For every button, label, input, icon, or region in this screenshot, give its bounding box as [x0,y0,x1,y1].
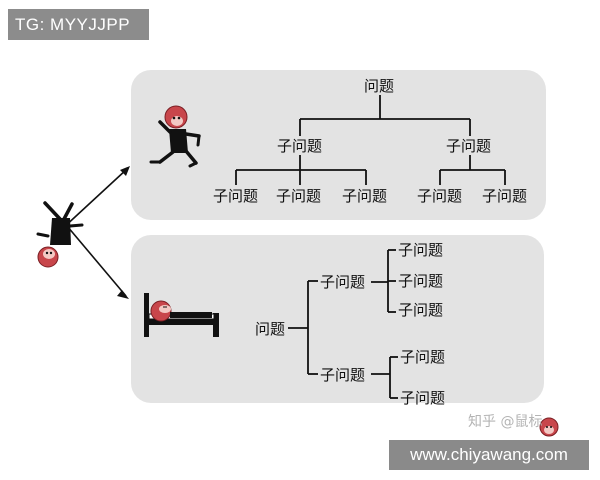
bottom-upper-leaf-node: 子问题 [398,272,444,290]
top-mid-right-node: 子问题 [446,137,492,155]
bottom-mid-lower-node: 子问题 [320,366,366,384]
falling-monkey-person-icon [36,201,84,268]
top-leaf-node: 子问题 [482,187,528,205]
bottom-mid-upper-node: 子问题 [320,273,366,291]
bottom-lower-leaf-node: 子问题 [400,348,446,366]
bottom-tree-lines [288,249,398,399]
top-root-node: 问题 [364,77,395,95]
arrow-to-bottom-panel [61,219,129,299]
bottom-upper-leaf-node: 子问题 [398,241,444,259]
sleeping-monkey-in-bed-icon [144,293,219,337]
top-leaf-node: 子问题 [213,187,259,205]
bottom-lower-leaf-node: 子问题 [400,389,446,407]
top-leaf-node: 子问题 [342,187,388,205]
bottom-root-node: 问题 [255,320,286,338]
top-mid-left-node: 子问题 [277,137,323,155]
top-tree-lines [235,95,506,185]
top-leaf-node: 子问题 [276,187,322,205]
monkey-head-logo-icon [539,417,559,437]
bottom-upper-leaf-node: 子问题 [398,301,444,319]
running-monkey-person-icon [149,105,201,168]
arrow-to-top-panel [61,166,130,230]
tg-badge: TG: MYYJJPP [8,9,149,40]
top-leaf-node: 子问题 [417,187,463,205]
zhihu-watermark: 知乎 @鼠标 [468,414,543,430]
top-panel [131,70,546,220]
site-watermark: www.chiyawang.com [389,440,589,470]
